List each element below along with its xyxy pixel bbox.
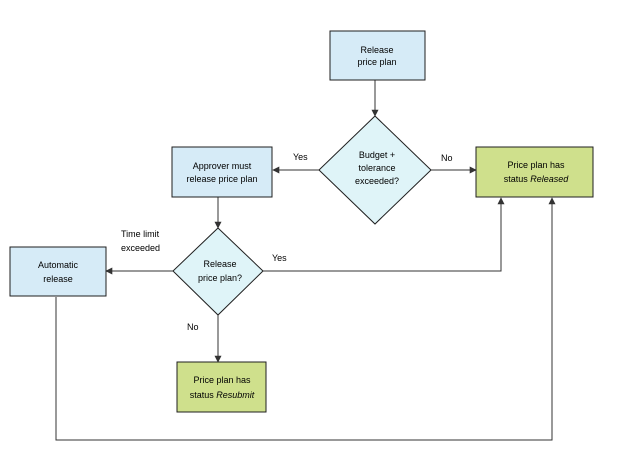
edge-label-yes-release: Yes xyxy=(272,253,287,263)
edge-label-exceeded: exceeded xyxy=(121,243,160,253)
node-label-line: tolerance xyxy=(358,163,395,173)
edge-label-no-release: No xyxy=(187,322,199,332)
edge-automatic-to-released xyxy=(55,197,556,441)
node-resubmit: Price plan has status Resubmit xyxy=(176,361,267,413)
node-label-line: exceeded? xyxy=(355,176,399,186)
node-label-line: Automatic xyxy=(38,260,79,270)
node-label-line: release price plan xyxy=(186,174,257,184)
node-label-status: status Resubmit xyxy=(190,390,255,400)
status-value: Released xyxy=(530,174,569,184)
node-label-status: status Released xyxy=(504,174,570,184)
node-label-line: Release xyxy=(360,45,393,55)
node-label-line: Price plan has xyxy=(193,375,251,385)
node-released: Price plan has status Released xyxy=(475,146,594,198)
node-label-line: Approver must xyxy=(193,161,252,171)
node-approver: Approver must release price plan xyxy=(171,146,273,198)
node-label-line: Release xyxy=(203,259,236,269)
edge-label-time-limit: Time limit xyxy=(121,229,160,239)
node-budget-decision: Budget + tolerance exceeded? xyxy=(318,115,432,225)
node-label-line: Price plan has xyxy=(507,160,565,170)
node-release-decision: Release price plan? xyxy=(172,227,264,316)
edge-release-yes-to-released xyxy=(263,197,505,272)
node-label-line: Budget + xyxy=(359,150,395,160)
status-prefix: status xyxy=(504,174,531,184)
status-prefix: status xyxy=(190,390,217,400)
node-release-price-plan: Release price plan xyxy=(329,30,426,81)
node-automatic-release: Automatic release xyxy=(9,246,107,297)
node-label-line: price plan xyxy=(357,57,396,67)
status-value: Resubmit xyxy=(216,390,255,400)
node-label-line: release xyxy=(43,274,73,284)
edge-label-no-budget: No xyxy=(441,153,453,163)
edge-label-yes-budget: Yes xyxy=(293,152,308,162)
node-label-line: price plan? xyxy=(198,273,242,283)
